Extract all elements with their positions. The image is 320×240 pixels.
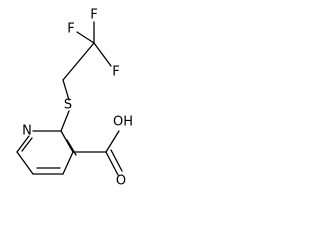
atom-label-f-right: F (112, 65, 119, 80)
bond-ring-c6-n-inner (21, 137, 33, 152)
atom-label-f-top: F (90, 8, 97, 23)
bond-ring-c6-n (16, 135, 30, 153)
bond-cf3-ch2 (62, 42, 95, 81)
bond-ring-c3-c4 (62, 151, 74, 175)
bond-cf3-f-left (76, 31, 95, 44)
bond-cf3-f-right (93, 42, 112, 67)
bond-cooh-o-double-a (105, 151, 119, 176)
atom-label-sulfur: S (64, 98, 72, 113)
atom-label-hydroxyl: OH (113, 115, 133, 130)
bond-s-ring (60, 110, 70, 132)
bond-ring-c2-c3 (60, 130, 74, 153)
bond-ch2-s (62, 79, 70, 101)
atom-label-carbonyl-oxygen: O (116, 174, 126, 189)
molecule-structure: F F F S N OH O (16, 8, 133, 189)
atom-label-nitrogen: N (22, 124, 32, 139)
bond-cooh-o-double-b (110, 149, 123, 172)
bond-cooh-oh (105, 130, 120, 153)
bond-ring-c3-c3-inner (66, 139, 77, 156)
bond-ring-c5-c6 (16, 151, 34, 175)
atom-label-f-left: F (67, 22, 74, 37)
